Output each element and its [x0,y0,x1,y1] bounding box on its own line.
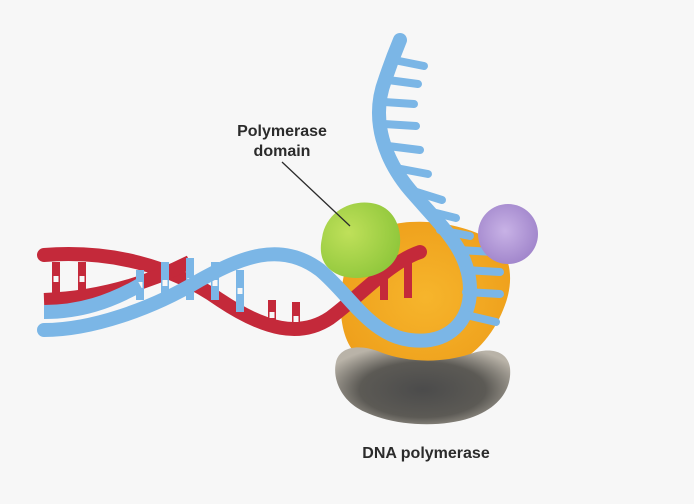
purple-subunit [478,204,538,264]
polymerase-domain-leader-line [282,162,350,226]
polymerase-domain-blob [321,202,400,277]
polymerase-domain-label-line2: domain [254,143,311,160]
polymerase-domain-label-line1: Polymerase [237,123,327,140]
dna-polymerase-label: DNA polymerase [362,445,490,462]
